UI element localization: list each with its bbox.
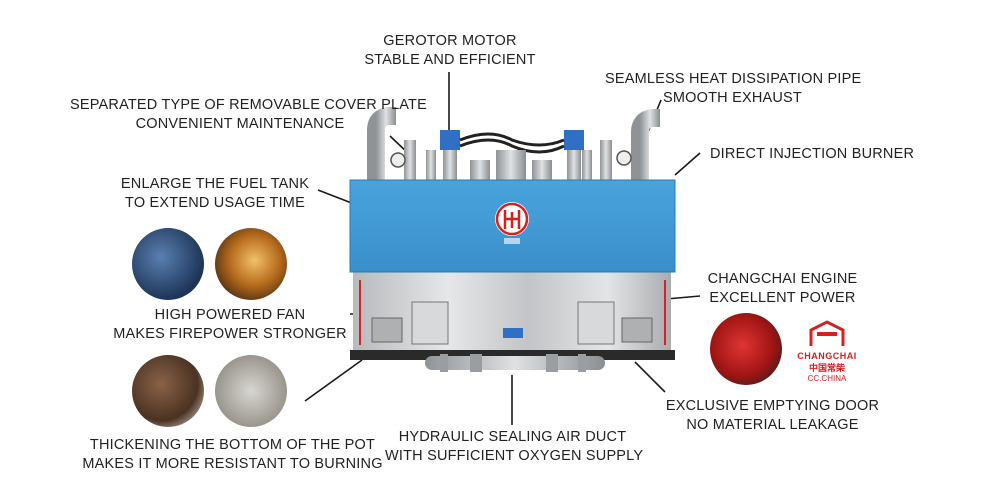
- callout-bottom: THICKENING THE BOTTOM OF THE POT MAKES I…: [82, 437, 383, 472]
- callout-door: EXCLUSIVE EMPTYING DOOR NO MATERIAL LEAK…: [665, 398, 880, 433]
- changchai-emblem-icon: [809, 320, 845, 346]
- air-duct: [425, 354, 605, 372]
- changchai-logo-sub: 中国常柴: [808, 363, 845, 373]
- callout-engine: CHANGCHAI ENGINE EXCELLENT POWER: [707, 271, 858, 306]
- callout-fan: HIGH POWERED FAN MAKES FIREPOWER STRONGE…: [113, 307, 347, 342]
- base-frame: [350, 350, 675, 360]
- photo-pot-bottom: [132, 355, 204, 427]
- photo-engine: [710, 313, 782, 385]
- changchai-logo-text: CHANGCHAI: [797, 351, 857, 361]
- changchai-logo-sub2: CC.CHINA: [807, 374, 847, 383]
- callout-gerotor: GEROTOR MOTOR STABLE AND EFFICIENT: [364, 33, 536, 68]
- callout-cover: SEPARATED TYPE OF REMOVABLE COVER PLATE …: [70, 97, 427, 132]
- callout-tank: ENLARGE THE FUEL TANK TO EXTEND USAGE TI…: [120, 176, 310, 211]
- exhaust-pipes-right: [582, 109, 660, 185]
- changchai-logo: CHANGCHAI 中国常柴 CC.CHINA: [795, 320, 859, 383]
- door-leader: [634, 361, 666, 393]
- photo-fuel-tank: [132, 228, 204, 300]
- photo-caliper: [215, 355, 287, 427]
- burner-leader: [674, 152, 701, 176]
- cover-logo: [495, 202, 529, 244]
- bottom-leader: [304, 359, 363, 402]
- gerotor-motors: [440, 130, 584, 182]
- access-doors: [371, 301, 653, 345]
- callout-pipe: SEAMLESS HEAT DISSIPATION PIPE SMOOTH EX…: [605, 71, 862, 106]
- photo-fan-burner: [215, 228, 287, 300]
- callout-duct: HYDRAULIC SEALING AIR DUCT WITH SUFFICIE…: [385, 429, 644, 464]
- tank-body: [353, 270, 671, 352]
- callout-burner: DIRECT INJECTION BURNER: [710, 146, 915, 162]
- exhaust-pipes-left: [367, 107, 436, 185]
